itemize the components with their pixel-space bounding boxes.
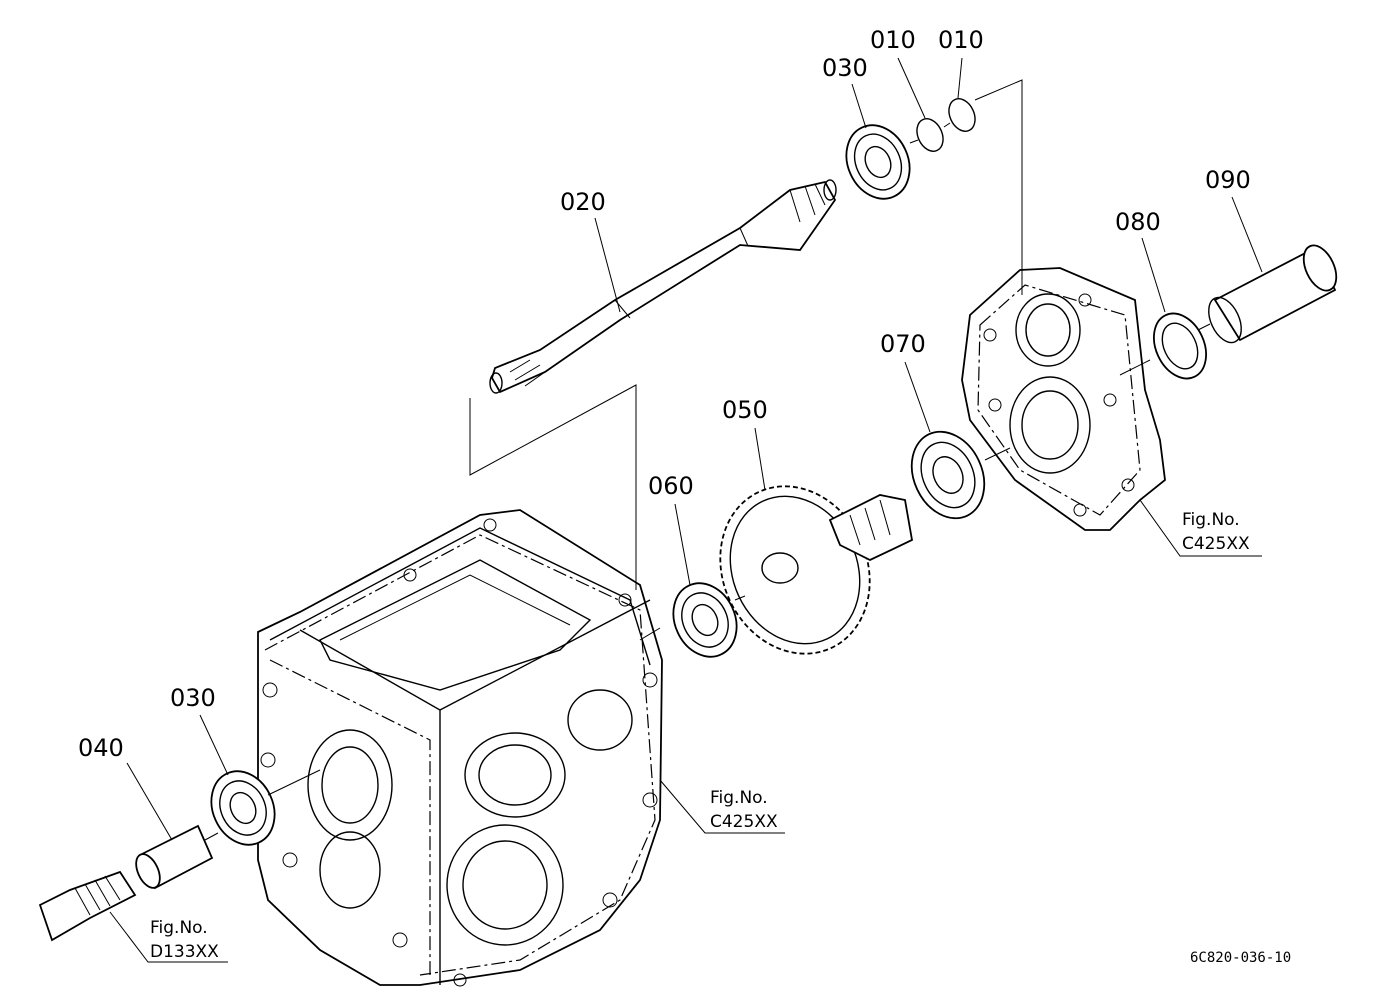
input-shaft [38,870,137,942]
shaft-020 [489,179,837,394]
part-label-030-top: 030 [822,54,868,82]
fig-ref-right-prefix: Fig.No. [1182,510,1240,530]
transmission-case [257,509,663,987]
sleeve-040 [135,824,214,890]
o-rings-010 [916,98,976,152]
drawing-code: 6C820-036-10 [1190,950,1291,966]
fig-ref-right-code: C425XX [1182,534,1250,554]
part-label-090: 090 [1205,166,1251,194]
part-label-020: 020 [560,188,606,216]
part-label-010-left: 010 [870,26,916,54]
fig-ref-left-prefix: Fig.No. [150,918,208,938]
part-label-080: 080 [1115,208,1161,236]
part-label-010-right: 010 [938,26,984,54]
bearing-070 [910,430,986,520]
leader-lines [109,57,1263,963]
part-label-060: 060 [648,472,694,500]
part-label-040: 040 [78,734,124,762]
part-label-030-bottom: 030 [170,684,216,712]
collar-090 [1208,244,1338,344]
housing-cover [961,267,1166,531]
fig-ref-left-code: D133XX [150,942,219,962]
part-label-070: 070 [880,330,926,358]
bearing-030-bottom [210,770,276,846]
assembly-lines [204,79,1211,841]
fig-ref-center-code: C425XX [710,812,778,832]
gear-050 [719,485,914,655]
seal-080 [1153,312,1207,380]
part-label-050: 050 [722,396,768,424]
fig-ref-center-prefix: Fig.No. [710,788,768,808]
bearing-060 [672,582,738,658]
bearing-030-top [845,124,911,200]
